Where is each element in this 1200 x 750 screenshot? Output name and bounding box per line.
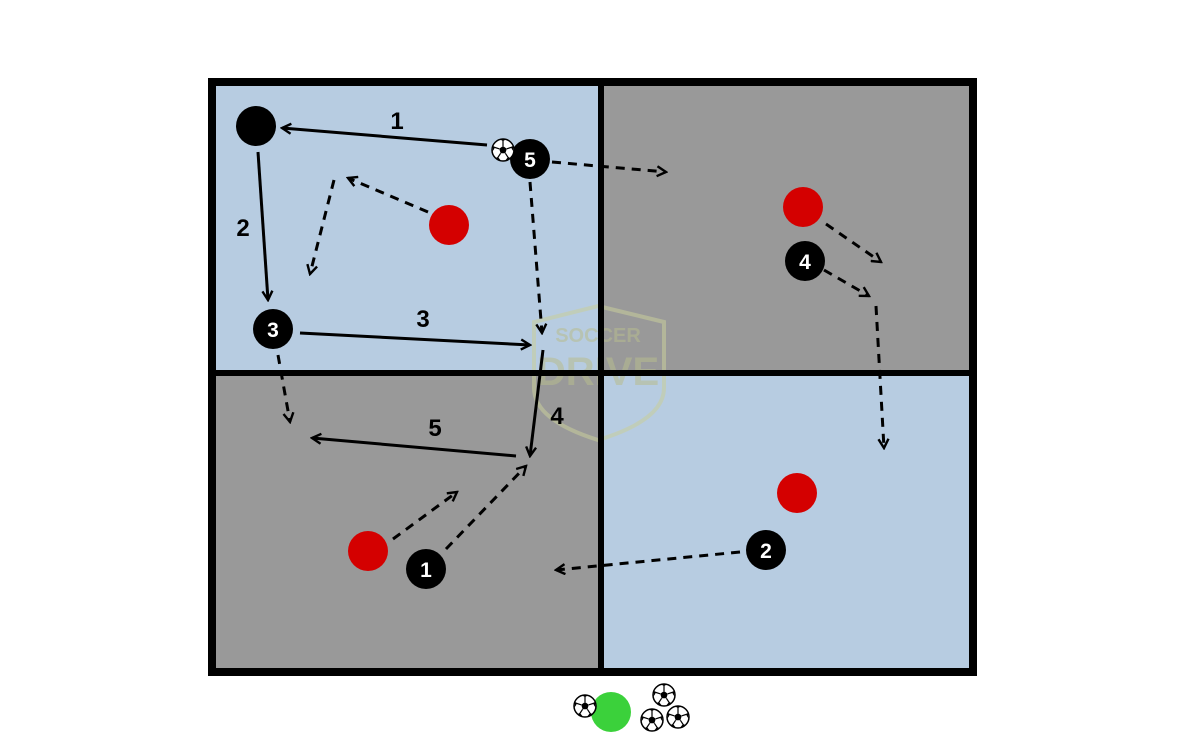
player-2: 2: [746, 530, 786, 570]
run-defender-bl: [392, 492, 457, 541]
pass-5-line: [312, 438, 517, 458]
defender-top-left: [429, 205, 469, 245]
run-4-b: [874, 305, 884, 448]
run-1-up: [444, 466, 526, 551]
run-defender-tl-a: [348, 178, 429, 214]
player-4-label: 4: [799, 251, 811, 274]
soccer-ball-icon: [573, 694, 597, 718]
zone-top-right: [601, 82, 973, 373]
pass-label-3: 3: [416, 306, 429, 333]
soccer-ball-stack-icon: [640, 683, 690, 732]
pass-label-2: 2: [236, 215, 249, 242]
run-defender-tl-b: [310, 179, 336, 274]
player-2-label: 2: [760, 540, 772, 563]
pass-1-line: [282, 128, 488, 147]
defender-top-right: [783, 187, 823, 227]
defender-bottom-right: [777, 473, 817, 513]
player-5: 5: [510, 139, 550, 179]
run-5-right: [551, 160, 666, 172]
player-3-label: 3: [267, 319, 279, 342]
run-3-down: [276, 354, 290, 422]
pass-label-5: 5: [428, 415, 441, 442]
player-4: 4: [785, 241, 825, 281]
pass-2-line: [256, 151, 268, 300]
player-5-label: 5: [524, 149, 536, 172]
pass-3-line: [299, 331, 530, 345]
player-1-label: 1: [420, 559, 432, 582]
zone-bottom-right: [601, 373, 973, 672]
player-3: 3: [253, 309, 293, 349]
player-1: 1: [406, 549, 446, 589]
player-unnumbered: [236, 106, 276, 146]
coach-marker: [591, 692, 631, 732]
field-border: [208, 78, 977, 676]
run-defender-tr: [825, 222, 881, 262]
pass-label-4: 4: [550, 403, 564, 430]
run-4-a: [823, 268, 869, 298]
soccer-ball-icon: [491, 138, 515, 162]
zone-bottom-left: [212, 373, 601, 672]
pass-4-line: [530, 349, 545, 456]
defender-bottom-left: [348, 531, 388, 571]
pass-label-1: 1: [390, 108, 403, 135]
